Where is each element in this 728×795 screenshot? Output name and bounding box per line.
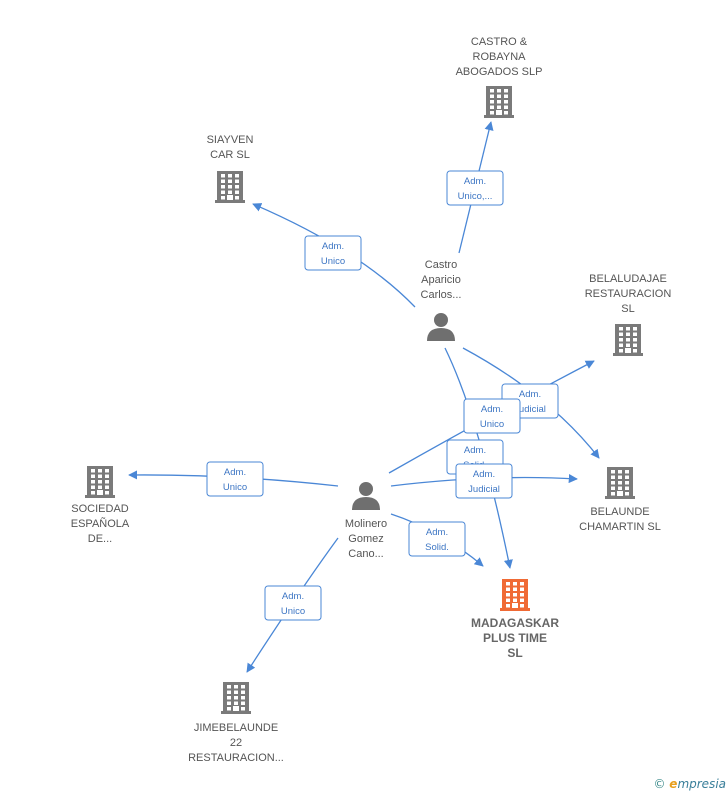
- edge-label-text: Adm.: [426, 527, 448, 538]
- node-label-belaunde[interactable]: CHAMARTIN SL: [579, 521, 661, 533]
- edge-label-text: Adm.: [464, 445, 486, 456]
- node-label-madagaskar[interactable]: PLUS TIME: [483, 631, 547, 645]
- edge-label-box: [304, 235, 362, 271]
- edge-label-box: [264, 585, 322, 621]
- edge-label-text: Adm.: [322, 241, 344, 252]
- node-label-madagaskar[interactable]: MADAGASKAR: [471, 616, 559, 630]
- node-label-sociedad[interactable]: SOCIEDAD: [71, 503, 129, 515]
- edge-label[interactable]: Adm. Unico: [463, 398, 521, 434]
- building-icon[interactable]: [613, 324, 643, 356]
- node-label-molinero[interactable]: Cano...: [348, 548, 383, 560]
- brand-name: mpresia: [677, 777, 726, 791]
- person-icon[interactable]: [352, 482, 380, 510]
- node-label-jimebelaunde[interactable]: 22: [230, 737, 242, 749]
- node-label-sociedad[interactable]: DE...: [88, 533, 112, 545]
- node-label-jimebelaunde[interactable]: JIMEBELAUNDE: [194, 722, 278, 734]
- node-label-madagaskar[interactable]: SL: [507, 646, 522, 660]
- edge-label-text: Unico: [321, 256, 345, 267]
- node-label-siayven[interactable]: CAR SL: [210, 149, 250, 161]
- building-icon[interactable]: [215, 171, 245, 203]
- node-label-castro_person[interactable]: Castro: [425, 259, 457, 271]
- edge-label[interactable]: Adm. Unico: [264, 585, 322, 621]
- edge-label[interactable]: Adm. Unico: [206, 461, 264, 497]
- node-label-castro_robayna[interactable]: CASTRO &: [471, 36, 528, 48]
- edge-label-text: Judicial: [468, 484, 500, 495]
- edge-label-text: Adm.: [224, 467, 246, 478]
- edge-label-text: Adm.: [519, 389, 541, 400]
- node-label-sociedad[interactable]: ESPAÑOLA: [71, 517, 130, 530]
- node-label-belaludajae[interactable]: BELALUDAJAE: [589, 273, 667, 285]
- node-label-siayven[interactable]: SIAYVEN: [207, 134, 254, 146]
- building-icon[interactable]: [484, 86, 514, 118]
- edge-label-text: Unico: [281, 606, 305, 617]
- node-label-castro_person[interactable]: Carlos...: [421, 289, 462, 301]
- edge-label-text: Solid.: [425, 542, 449, 553]
- edge-label-text: Judicial: [514, 404, 546, 415]
- edge-label[interactable]: Adm. Unico,...: [446, 170, 504, 206]
- node-label-belaludajae[interactable]: RESTAURACION: [585, 288, 672, 300]
- node-label-belaludajae[interactable]: SL: [621, 303, 634, 315]
- edge-label-box: [463, 398, 521, 434]
- edge-label-text: Adm.: [282, 591, 304, 602]
- person-icon[interactable]: [427, 313, 455, 341]
- edge-label[interactable]: Adm. Judicial: [455, 463, 513, 499]
- node-label-castro_robayna[interactable]: ROBAYNA: [473, 51, 527, 63]
- edge-label-text: Unico: [223, 482, 247, 493]
- brand-initial: e: [669, 777, 678, 791]
- edge-label[interactable]: Adm. Solid.: [408, 521, 466, 557]
- node-label-castro_person[interactable]: Aparicio: [421, 274, 461, 286]
- edge-label-box: [206, 461, 264, 497]
- edge-label-text: Unico: [480, 419, 504, 430]
- edge-label-text: Adm.: [464, 176, 486, 187]
- edge-label-box: [408, 521, 466, 557]
- edge-castro_person-to-madagaskar: [444, 347, 513, 569]
- edge-label-text: Adm.: [473, 469, 495, 480]
- edge-label[interactable]: Adm. Unico: [304, 235, 362, 271]
- edge-label-text: Adm.: [481, 404, 503, 415]
- node-label-belaunde[interactable]: BELAUNDE: [590, 506, 649, 518]
- edge-label-box: [455, 463, 513, 499]
- edge-label-box: [446, 170, 504, 206]
- building-icon[interactable]: [500, 579, 530, 611]
- building-icon[interactable]: [85, 466, 115, 498]
- node-label-molinero[interactable]: Molinero: [345, 518, 387, 530]
- node-label-molinero[interactable]: Gomez: [348, 533, 383, 545]
- copyright-icon: ©: [653, 777, 666, 791]
- building-icon[interactable]: [605, 467, 635, 499]
- node-label-jimebelaunde[interactable]: RESTAURACION...: [188, 752, 284, 764]
- empresia-watermark: © empresia: [653, 777, 726, 791]
- node-label-castro_robayna[interactable]: ABOGADOS SLP: [456, 66, 543, 78]
- building-icon[interactable]: [221, 682, 251, 714]
- edge-label-text: Unico,...: [458, 191, 493, 202]
